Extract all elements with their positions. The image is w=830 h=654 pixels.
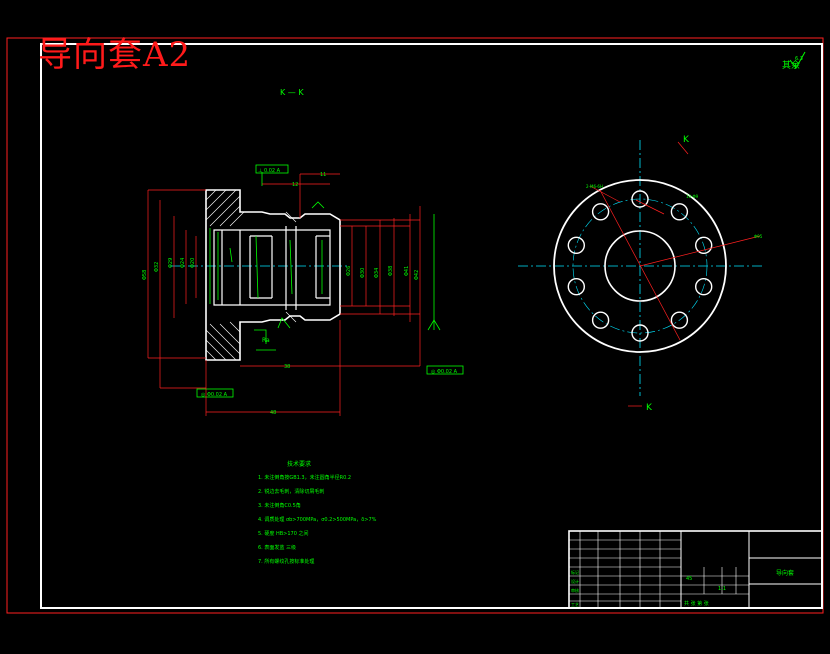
section-hatching xyxy=(205,189,297,361)
bolt-hole xyxy=(591,311,610,329)
dimension-lines xyxy=(147,173,421,416)
tech-requirements-heading: 技术要求 xyxy=(287,460,311,468)
svg-text:Φ58: Φ58 xyxy=(142,270,148,280)
end-view-dimensions xyxy=(589,141,761,407)
svg-text:Ra: Ra xyxy=(262,337,270,344)
svg-text:1. 未注倒角按GB1.3，未注圆角半径R0.2: 1. 未注倒角按GB1.3，未注圆角半径R0.2 xyxy=(258,474,351,481)
bolt-hole xyxy=(591,203,610,221)
svg-text:2. 锐边去毛刺，清除切屑毛刺: 2. 锐边去毛刺，清除切屑毛刺 xyxy=(258,488,324,495)
svg-text:工艺: 工艺 xyxy=(571,602,579,607)
bolt-hole xyxy=(631,190,649,208)
bolt-hole xyxy=(567,278,585,296)
svg-text:共 张 第 张: 共 张 第 张 xyxy=(684,600,709,607)
bolt-hole xyxy=(695,236,713,255)
end-view: 2-M6-6H 10-Φ9 Φ95 K K xyxy=(518,135,763,413)
view-mark-bottom: K xyxy=(646,403,653,413)
svg-text:Φ24: Φ24 xyxy=(180,258,186,268)
drawing-title-mark: 导向套A2 xyxy=(38,35,192,75)
svg-text:4. 调质处理 σb>700MPa，σ0.2>500MPa，: 4. 调质处理 σb>700MPa，σ0.2>500MPa，δ>7% xyxy=(258,516,377,523)
roughness-note: 其余 6.3 xyxy=(782,51,806,71)
bore-outline xyxy=(213,229,331,306)
svg-text:38: 38 xyxy=(284,364,290,370)
title-block: 导向套 1:1 标记 设计 审核 工艺 45 共 张 第 张 xyxy=(568,530,823,609)
svg-text:1:1: 1:1 xyxy=(718,586,726,592)
view-mark-top: K xyxy=(683,135,690,145)
svg-text:设计: 设计 xyxy=(571,578,579,584)
dimension-values: Φ58 Φ32 Φ29 Φ24 Φ20 Φ26 Φ30 Φ34 Φ38 Φ41 … xyxy=(142,172,420,416)
svg-text:7. 所有螺纹孔按标准处理: 7. 所有螺纹孔按标准处理 xyxy=(258,558,314,565)
svg-text:◎ Φ0.02 A: ◎ Φ0.02 A xyxy=(431,369,458,375)
svg-text:10-Φ9: 10-Φ9 xyxy=(686,194,699,199)
part-outline xyxy=(205,189,341,361)
svg-text:Φ32: Φ32 xyxy=(154,262,160,272)
outer-flange xyxy=(553,179,727,353)
pitch-circle xyxy=(572,198,708,334)
svg-text:11: 11 xyxy=(320,172,326,178)
svg-text:导向套: 导向套 xyxy=(776,569,794,577)
bolt-hole xyxy=(631,324,649,342)
svg-text:Φ30: Φ30 xyxy=(360,268,366,278)
svg-text:5. 硬度 HB>170 之间: 5. 硬度 HB>170 之间 xyxy=(258,530,308,537)
svg-text:Φ34: Φ34 xyxy=(374,268,380,278)
bolt-holes xyxy=(567,190,713,342)
svg-text:2-M6-6H: 2-M6-6H xyxy=(586,184,603,189)
center-bore xyxy=(604,230,676,302)
svg-text:48: 48 xyxy=(270,410,276,416)
svg-text:3. 未注倒角C0.5角: 3. 未注倒角C0.5角 xyxy=(258,502,301,509)
svg-text:◎ Φ0.02 A: ◎ Φ0.02 A xyxy=(201,392,228,398)
inner-steps xyxy=(221,226,330,310)
tech-requirements: 技术要求 1. 未注倒角按GB1.3，未注圆角半径R0.2 2. 锐边去毛刺，清… xyxy=(258,460,377,565)
section-view: ⊥ 0.02 A ◎ Φ0.02 A ◎ Φ0.02 A Ra xyxy=(142,164,464,416)
svg-text:⊥ 0.02 A: ⊥ 0.02 A xyxy=(258,168,281,174)
section-label: K — K xyxy=(280,88,304,97)
svg-text:标记: 标记 xyxy=(571,569,579,575)
bolt-hole xyxy=(567,236,585,255)
bolt-hole xyxy=(695,278,713,296)
svg-text:Φ95: Φ95 xyxy=(754,234,763,239)
svg-text:Φ41: Φ41 xyxy=(404,266,410,276)
section-annotations xyxy=(196,164,464,398)
svg-text:Φ29: Φ29 xyxy=(168,258,174,268)
svg-text:审核: 审核 xyxy=(571,587,579,593)
svg-text:Φ38: Φ38 xyxy=(388,266,394,276)
svg-text:Φ26: Φ26 xyxy=(346,266,352,276)
svg-text:6. 表面发蓝 三级: 6. 表面发蓝 三级 xyxy=(258,544,296,551)
svg-text:6.3: 6.3 xyxy=(795,56,803,62)
outer-frame xyxy=(6,37,824,614)
bolt-hole xyxy=(670,203,689,221)
svg-text:Φ20: Φ20 xyxy=(190,258,196,268)
svg-text:45: 45 xyxy=(686,576,692,582)
svg-text:Φ42: Φ42 xyxy=(414,270,420,280)
svg-text:12: 12 xyxy=(292,182,298,188)
bolt-hole xyxy=(670,311,689,329)
drawing-border xyxy=(40,43,823,609)
